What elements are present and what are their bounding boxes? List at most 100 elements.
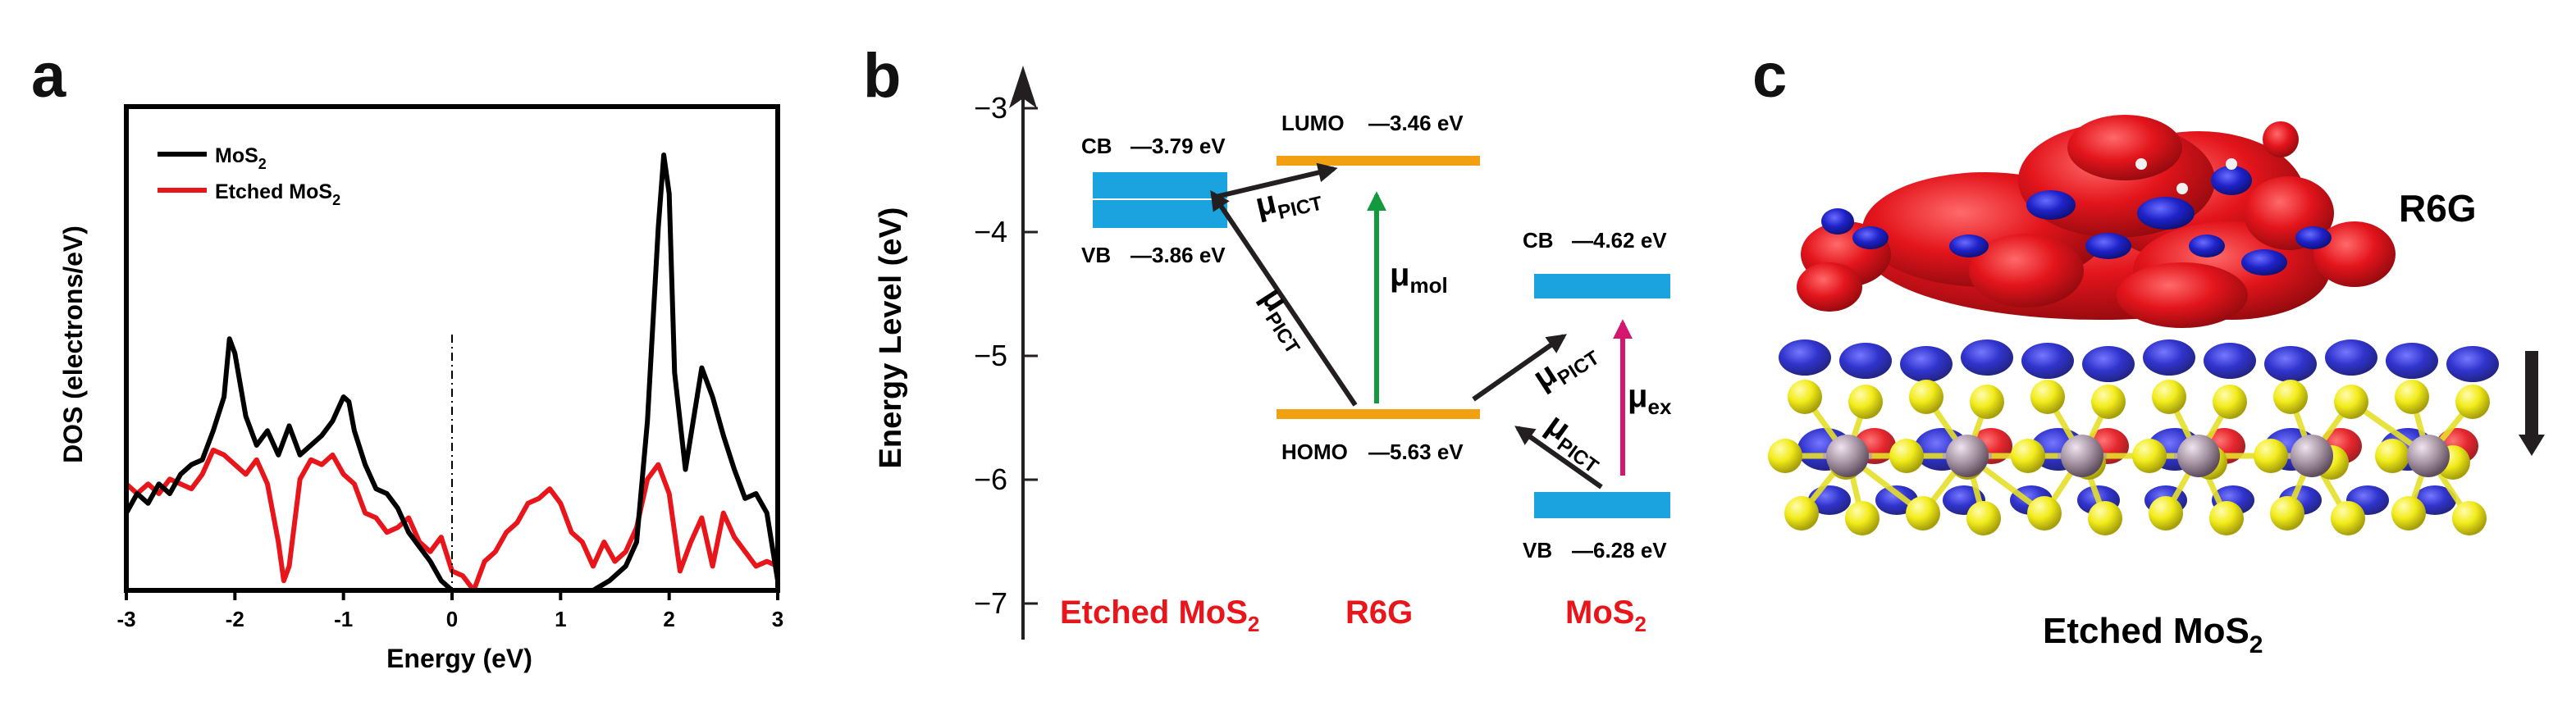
charge-lobe (1961, 339, 2013, 376)
charge-lobe (1839, 343, 1892, 379)
sulfur-atom (1966, 501, 2001, 535)
sulfur-atom (1889, 439, 1924, 473)
x-tick-label: -3 (116, 607, 135, 631)
substrate-label: Etched MoS2 (2043, 611, 2263, 658)
sulfur-atom (2270, 496, 2304, 531)
sulfur-atom (2375, 439, 2409, 473)
pict-arrow-to-etched-cb (1215, 162, 1338, 199)
energy-axis-arrowhead (1009, 66, 1037, 108)
sulfur-atom (2391, 496, 2426, 531)
sulfur-atom (2030, 380, 2065, 414)
x-axis-label: Energy (eV) (386, 644, 532, 673)
sulfur-atom (2209, 501, 2244, 535)
dos-series-etched-mos2 (125, 447, 779, 593)
charge-lobe (2021, 343, 2074, 379)
pict-arrow-homo-to-etched (1210, 190, 1358, 407)
charge-lobe (1779, 339, 1831, 376)
x-tick-label: -1 (334, 607, 353, 631)
energy-axis-ticks: −3−4−5−6−7 (974, 91, 1038, 620)
homo-value: —5.63 eV (1368, 440, 1464, 464)
energy-tick-label: −5 (974, 339, 1007, 372)
lumo-name: LUMO (1281, 111, 1345, 135)
x-axis-ticks: -3 -2 -1 0 1 2 3 (116, 590, 783, 631)
panel-label-c: c (1752, 41, 1787, 111)
sulfur-atom (1768, 439, 1802, 473)
sulfur-atom (2149, 496, 2183, 531)
energy-tick-label: −3 (974, 91, 1007, 125)
charge-lobe (2446, 346, 2499, 382)
energy-tick-label: −4 (974, 215, 1007, 248)
legend: MoS2 Etched MoS2 (158, 144, 340, 208)
etched-vb-name: VB (1081, 243, 1111, 267)
mos2-substrate (1768, 339, 2499, 535)
sulfur-atom (2452, 501, 2487, 535)
molybdenum-atom (2177, 435, 2220, 477)
molybdenum-atom (1946, 435, 1989, 477)
molybdenum-atom (2061, 435, 2103, 477)
sulfur-atom (2254, 439, 2288, 473)
charge-density-difference-render: R6G Etched MoS2 (1768, 115, 2545, 658)
dos-curves (124, 153, 780, 593)
energy-tick-label: −6 (974, 462, 1007, 496)
dos-series-mos2 (124, 153, 780, 593)
arrow-label-pict-4: μPICT (1537, 407, 1614, 478)
sulfur-atom (2091, 385, 2126, 419)
sulfur-atom (2088, 501, 2122, 535)
sulfur-atom (2027, 496, 2062, 531)
molybdenum-atom (1826, 435, 1869, 477)
mos2-cb-value: —4.62 eV (1572, 228, 1667, 253)
sulfur-atom (2273, 380, 2308, 414)
dos-chart: -3 -2 -1 0 1 2 3 Energy (eV) DOS (electrons/eV… (58, 104, 783, 673)
sulfur-atom (1906, 496, 1940, 531)
arrow-label-ex: μex (1628, 378, 1672, 419)
x-tick-label: -2 (226, 607, 244, 631)
mos2-vb-band (1534, 492, 1670, 518)
y-axis-label: DOS (electrons/eV) (58, 225, 88, 463)
sulfur-atom (2132, 439, 2167, 473)
sulfur-atom (2331, 501, 2365, 535)
charge-lobe (2264, 346, 2317, 382)
x-tick-label: 0 (446, 607, 458, 631)
pict-arrow-mos2-vb-to-homo (1514, 426, 1603, 490)
sulfur-atom (2152, 380, 2186, 414)
charge-lobe (2386, 343, 2438, 379)
charge-lobe (2143, 339, 2195, 376)
mos2-cb-name: CB (1523, 228, 1554, 253)
energy-level-diagram: −3−4−5−6−7 Energy Level (eV) CB —3.79 eV… (874, 66, 1672, 640)
charge-lobe (2325, 339, 2377, 376)
legend-label-etched-mos2: Etched MoS2 (215, 180, 340, 208)
sulfur-atom (1970, 385, 2004, 419)
x-tick-label: 3 (772, 607, 783, 631)
sulfur-atom (1848, 385, 1883, 419)
arrow-label-mol: μmol (1390, 257, 1448, 298)
r6g-charge-cloud (1797, 115, 2396, 328)
pict-arrow-homo-to-mos2 (1472, 334, 1567, 402)
sulfur-atom (2455, 385, 2490, 419)
sulfur-atom (1788, 380, 1822, 414)
column-label-etched-mos2: Etched MoS2 (1060, 594, 1259, 636)
energy-axis-label: Energy Level (eV) (874, 207, 908, 469)
r6g-label: R6G (2399, 187, 2477, 230)
arrow-label-pict-2: μPICT (1249, 281, 1319, 358)
mos2-vb-value: —6.28 eV (1572, 538, 1667, 563)
sulfur-atom (1909, 380, 1943, 414)
molybdenum-atom (2407, 435, 2450, 477)
sulfur-atom (1784, 496, 1819, 531)
homo-level (1277, 409, 1480, 419)
etched-cb-value: —3.79 eV (1130, 134, 1226, 158)
lumo-level (1277, 156, 1480, 166)
panel-label-b: b (863, 41, 901, 111)
sulfur-atom (2213, 385, 2247, 419)
column-label-mos2: MoS2 (1565, 594, 1647, 636)
charge-lobe (2204, 343, 2256, 379)
sulfur-atom (2395, 380, 2429, 414)
sulfur-atom (1845, 501, 1879, 535)
sulfur-atom (2334, 385, 2368, 419)
legend-label-mos2: MoS2 (215, 144, 267, 172)
x-tick-label: 1 (555, 607, 566, 631)
column-label-r6g: R6G (1345, 594, 1413, 631)
etched-cb-name: CB (1081, 134, 1112, 158)
x-tick-label: 2 (663, 607, 674, 631)
mos2-vb-name: VB (1523, 538, 1552, 563)
